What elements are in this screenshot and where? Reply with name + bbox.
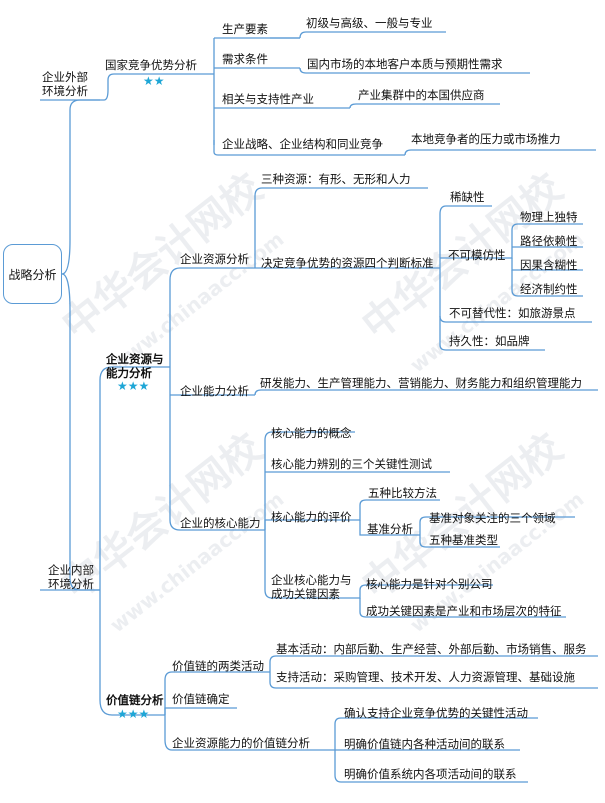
external-label: 企业外部	[42, 70, 88, 84]
benchmark: 基准分析	[367, 522, 413, 536]
national-advantage-node: 国家竞争优势分析	[105, 58, 197, 72]
basic-activities: 基本活动：内部后勤、生产经营、外部后勤、市场销售、服务	[276, 642, 587, 656]
inimitability: 不可模仿性	[448, 248, 506, 262]
star-rating: ★★★	[117, 707, 150, 721]
benchmark-item-0: 基准对象关注的三个领域	[429, 511, 556, 525]
two-types: 价值链的两类活动	[172, 659, 264, 673]
inimitability-item-1: 路径依赖性	[520, 234, 578, 248]
ext-detail-0: 初级与高级、一般与专业	[306, 16, 433, 30]
value-chain-node: 价值链分析	[106, 693, 164, 707]
non-substitutable: 不可替代性：如旅游景点	[449, 306, 576, 320]
star-rating: ★★★	[117, 379, 150, 393]
csf-node-2: 成功关键因素	[271, 587, 340, 601]
internal-label-2: 环境分析	[48, 577, 94, 591]
value-chain-confirm: 价值链确定	[172, 692, 230, 706]
core-evaluation: 核心能力的评价	[271, 510, 352, 524]
four-criteria: 决定竞争优势的资源四个判断标准	[261, 256, 434, 270]
root-node: 战略分析	[3, 244, 62, 304]
ext-item-2: 相关与支持性产业	[222, 92, 314, 106]
resource-ability-node-2: 能力分析	[106, 366, 152, 380]
capability-detail: 研发能力、生产管理能力、营销能力、财务能力和组织管理能力	[260, 376, 582, 390]
core-competence-node: 企业的核心能力	[180, 516, 261, 530]
ra-item-2: 明确价值系统内各项活动间的联系	[344, 767, 517, 781]
three-resources: 三种资源：有形、无形和人力	[261, 172, 411, 186]
external-label-2: 环境分析	[42, 84, 88, 98]
star-rating: ★★	[143, 74, 165, 88]
core-tests: 核心能力辨别的三个关键性测试	[271, 457, 432, 471]
ext-item-0: 生产要素	[222, 22, 268, 36]
csf-node: 企业核心能力与	[271, 573, 352, 587]
capability-analysis-node: 企业能力分析	[180, 384, 249, 398]
durability: 持久性：如品牌	[449, 334, 530, 348]
ra-item-1: 明确价值链内各种活动间的联系	[344, 737, 505, 751]
resource-ability-vc: 企业资源能力的价值链分析	[172, 736, 310, 750]
ext-detail-1: 国内市场的本地客户本质与预期性需求	[307, 57, 503, 71]
inimitability-item-0: 物理上独特	[520, 210, 578, 224]
support-activities: 支持活动：采购管理、技术开发、人力资源管理、基础设施	[276, 670, 575, 684]
ext-detail-2: 产业集群中的本国供应商	[358, 88, 485, 102]
ra-item-0: 确认支持企业竞争优势的关键性活动	[344, 706, 528, 720]
core-concept: 核心能力的概念	[271, 426, 352, 440]
ext-item-1: 需求条件	[222, 52, 268, 66]
inimitability-item-2: 因果含糊性	[520, 258, 578, 272]
scarcity: 稀缺性	[450, 190, 485, 204]
inimitability-item-3: 经济制约性	[520, 282, 578, 296]
resource-ability-node: 企业资源与	[106, 352, 164, 366]
ext-item-3: 企业战略、企业结构和同业竞争	[222, 137, 383, 151]
csf-item-1: 成功关键因素是产业和市场层次的特征	[366, 604, 562, 618]
ext-detail-3: 本地竞争者的压力或市场推力	[411, 132, 561, 146]
benchmark-item-1: 五种基准类型	[429, 533, 498, 547]
csf-item-0: 核心能力是针对个别公司	[366, 577, 493, 591]
resource-analysis-node: 企业资源分析	[180, 252, 249, 266]
internal-label: 企业内部	[48, 563, 94, 577]
five-methods: 五种比较方法	[368, 486, 437, 500]
